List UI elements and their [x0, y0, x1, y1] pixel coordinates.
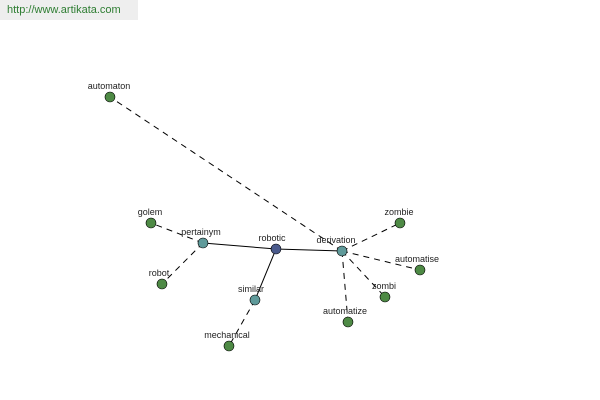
edge-derivation-automatize [341, 250, 349, 323]
node-label-mechanical: mechanical [204, 330, 250, 340]
edge-derivation-automatise [341, 250, 421, 271]
node-circle-golem[interactable] [145, 217, 157, 229]
node-circle-zombi[interactable] [379, 291, 391, 303]
node-similar[interactable]: similar [238, 284, 264, 306]
node-label-pertainym: pertainym [181, 227, 221, 237]
node-circle-automaton[interactable] [104, 91, 116, 103]
node-circle-similar[interactable] [249, 294, 261, 306]
node-circle-mechanical[interactable] [223, 340, 235, 352]
node-circle-automatise[interactable] [414, 264, 426, 276]
node-label-zombi: zombi [372, 281, 396, 291]
node-label-automatise: automatise [395, 254, 439, 264]
source-url[interactable]: http://www.artikata.com [0, 0, 138, 20]
node-automatise[interactable]: automatise [395, 254, 439, 276]
node-golem[interactable]: golem [138, 207, 163, 229]
node-automaton[interactable]: automaton [88, 81, 131, 103]
node-circle-pertainym[interactable] [197, 237, 209, 249]
node-label-robotic: robotic [258, 233, 286, 243]
node-label-automaton: automaton [88, 81, 131, 91]
node-label-robot: robot [149, 268, 170, 278]
node-robotic[interactable]: robotic [258, 233, 286, 255]
edge-pertainym-golem [150, 222, 204, 244]
node-mechanical[interactable]: mechanical [204, 330, 250, 352]
edge-robotic-pertainym [202, 242, 277, 250]
node-circle-zombie[interactable] [394, 217, 406, 229]
node-zombi[interactable]: zombi [372, 281, 396, 303]
node-circle-robotic[interactable] [270, 243, 282, 255]
node-circle-derivation[interactable] [336, 245, 348, 257]
node-automatize[interactable]: automatize [323, 306, 367, 328]
edge-pertainym-robot [161, 242, 204, 285]
node-label-zombie: zombie [384, 207, 413, 217]
edge-robotic-similar [254, 248, 277, 301]
node-circle-automatize[interactable] [342, 316, 354, 328]
node-pertainym[interactable]: pertainym [181, 227, 221, 249]
edge-similar-mechanical [228, 299, 256, 347]
node-circle-robot[interactable] [156, 278, 168, 290]
node-label-automatize: automatize [323, 306, 367, 316]
edge-robotic-derivation [275, 248, 343, 252]
node-derivation[interactable]: derivation [316, 235, 356, 257]
edges-layer [109, 96, 421, 347]
node-label-derivation: derivation [316, 235, 355, 245]
node-label-similar: similar [238, 284, 264, 294]
node-robot[interactable]: robot [149, 268, 170, 290]
nodes-layer: robotic pertainym similar derivation golem ro… [88, 81, 439, 352]
node-label-golem: golem [138, 207, 163, 217]
edge-derivation-automaton [109, 96, 343, 252]
node-zombie[interactable]: zombie [384, 207, 414, 229]
